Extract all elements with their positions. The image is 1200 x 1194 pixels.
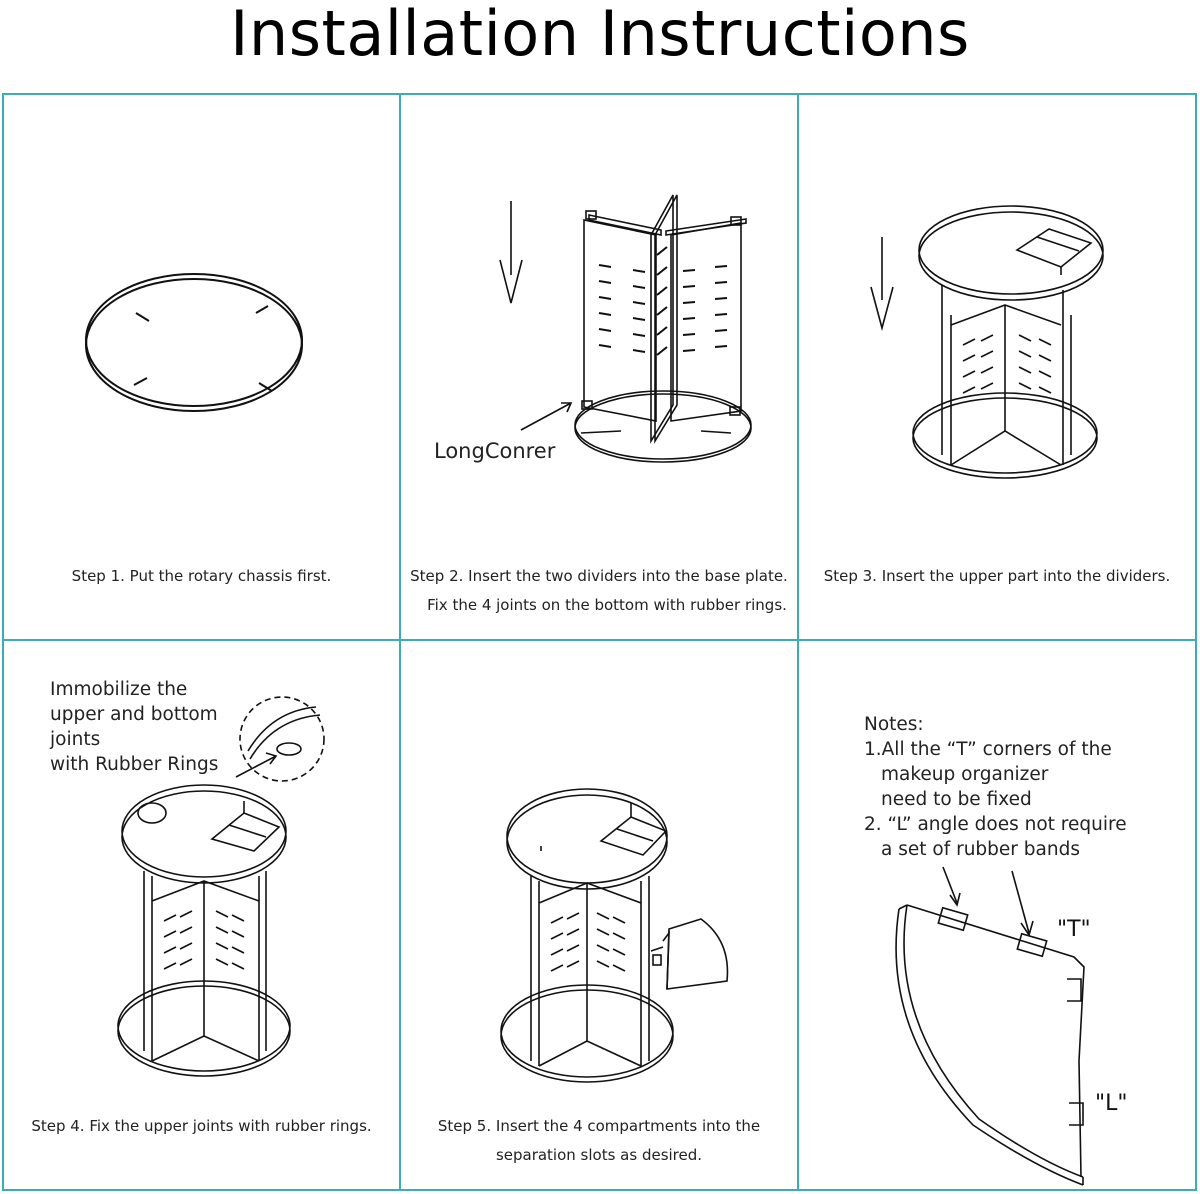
step-5-panel: Step 5. Insert the 4 compartments into t… (399, 639, 799, 1191)
upper-joints-illustration (117, 696, 325, 1077)
upper-part-illustration (870, 205, 1104, 479)
long-corner-label: LongConrer (434, 439, 556, 463)
instruction-grid: Step 1. Put the rotary chassis first. (2, 93, 1197, 1191)
step-2-caption-line-2: Fix the 4 joints on the bottom with rubb… (427, 596, 787, 614)
compartments-illustration (500, 788, 729, 1083)
step-4-caption: Step 4. Fix the upper joints with rubber… (31, 1117, 372, 1135)
corner-tray-illustration (895, 866, 1085, 1186)
step-5-caption: Step 5. Insert the 4 compartments into t… (437, 1117, 761, 1135)
step-2-panel: LongConrer Step 2. Insert the two divide… (399, 93, 799, 641)
step-1-panel: Step 1. Put the rotary chassis first. (2, 93, 401, 641)
t-corner-label: "T" (1057, 917, 1091, 942)
notes-panel: Notes: 1.All the “T” corners of the make… (797, 639, 1197, 1191)
l-corner-label: "L" (1095, 1091, 1128, 1116)
notes-text: Notes: 1.All the “T” corners of the make… (864, 712, 1127, 862)
note-line: a set of rubber bands (881, 839, 1080, 860)
step-5-caption-line-2: separation slots as desired. (495, 1146, 703, 1164)
rotary-chassis-illustration (85, 273, 303, 412)
note-line: 2. “L” angle does not require (864, 814, 1127, 835)
page-title: Installation Instructions (230, 0, 970, 70)
step-3-panel: Step 3. Insert the upper part into the d… (797, 93, 1197, 641)
notes-heading: Notes: (864, 714, 924, 735)
step-2-caption: Step 2. Insert the two dividers into the… (410, 567, 788, 585)
dividers-base-illustration (499, 194, 752, 463)
note-line: joints (50, 729, 101, 750)
immobilize-note: Immobilize the upper and bottom joints w… (50, 677, 218, 777)
step-1-caption: Step 1. Put the rotary chassis first. (71, 567, 332, 585)
note-line: upper and bottom (50, 704, 218, 725)
note-line: 1.All the “T” corners of the (864, 739, 1112, 760)
note-line: with Rubber Rings (50, 754, 219, 775)
note-line: Immobilize the (50, 679, 188, 700)
step-3-caption: Step 3. Insert the upper part into the d… (823, 567, 1171, 585)
step-4-panel: Immobilize the upper and bottom joints w… (2, 639, 401, 1191)
note-line: need to be fixed (881, 789, 1032, 810)
note-line: makeup organizer (881, 764, 1049, 785)
